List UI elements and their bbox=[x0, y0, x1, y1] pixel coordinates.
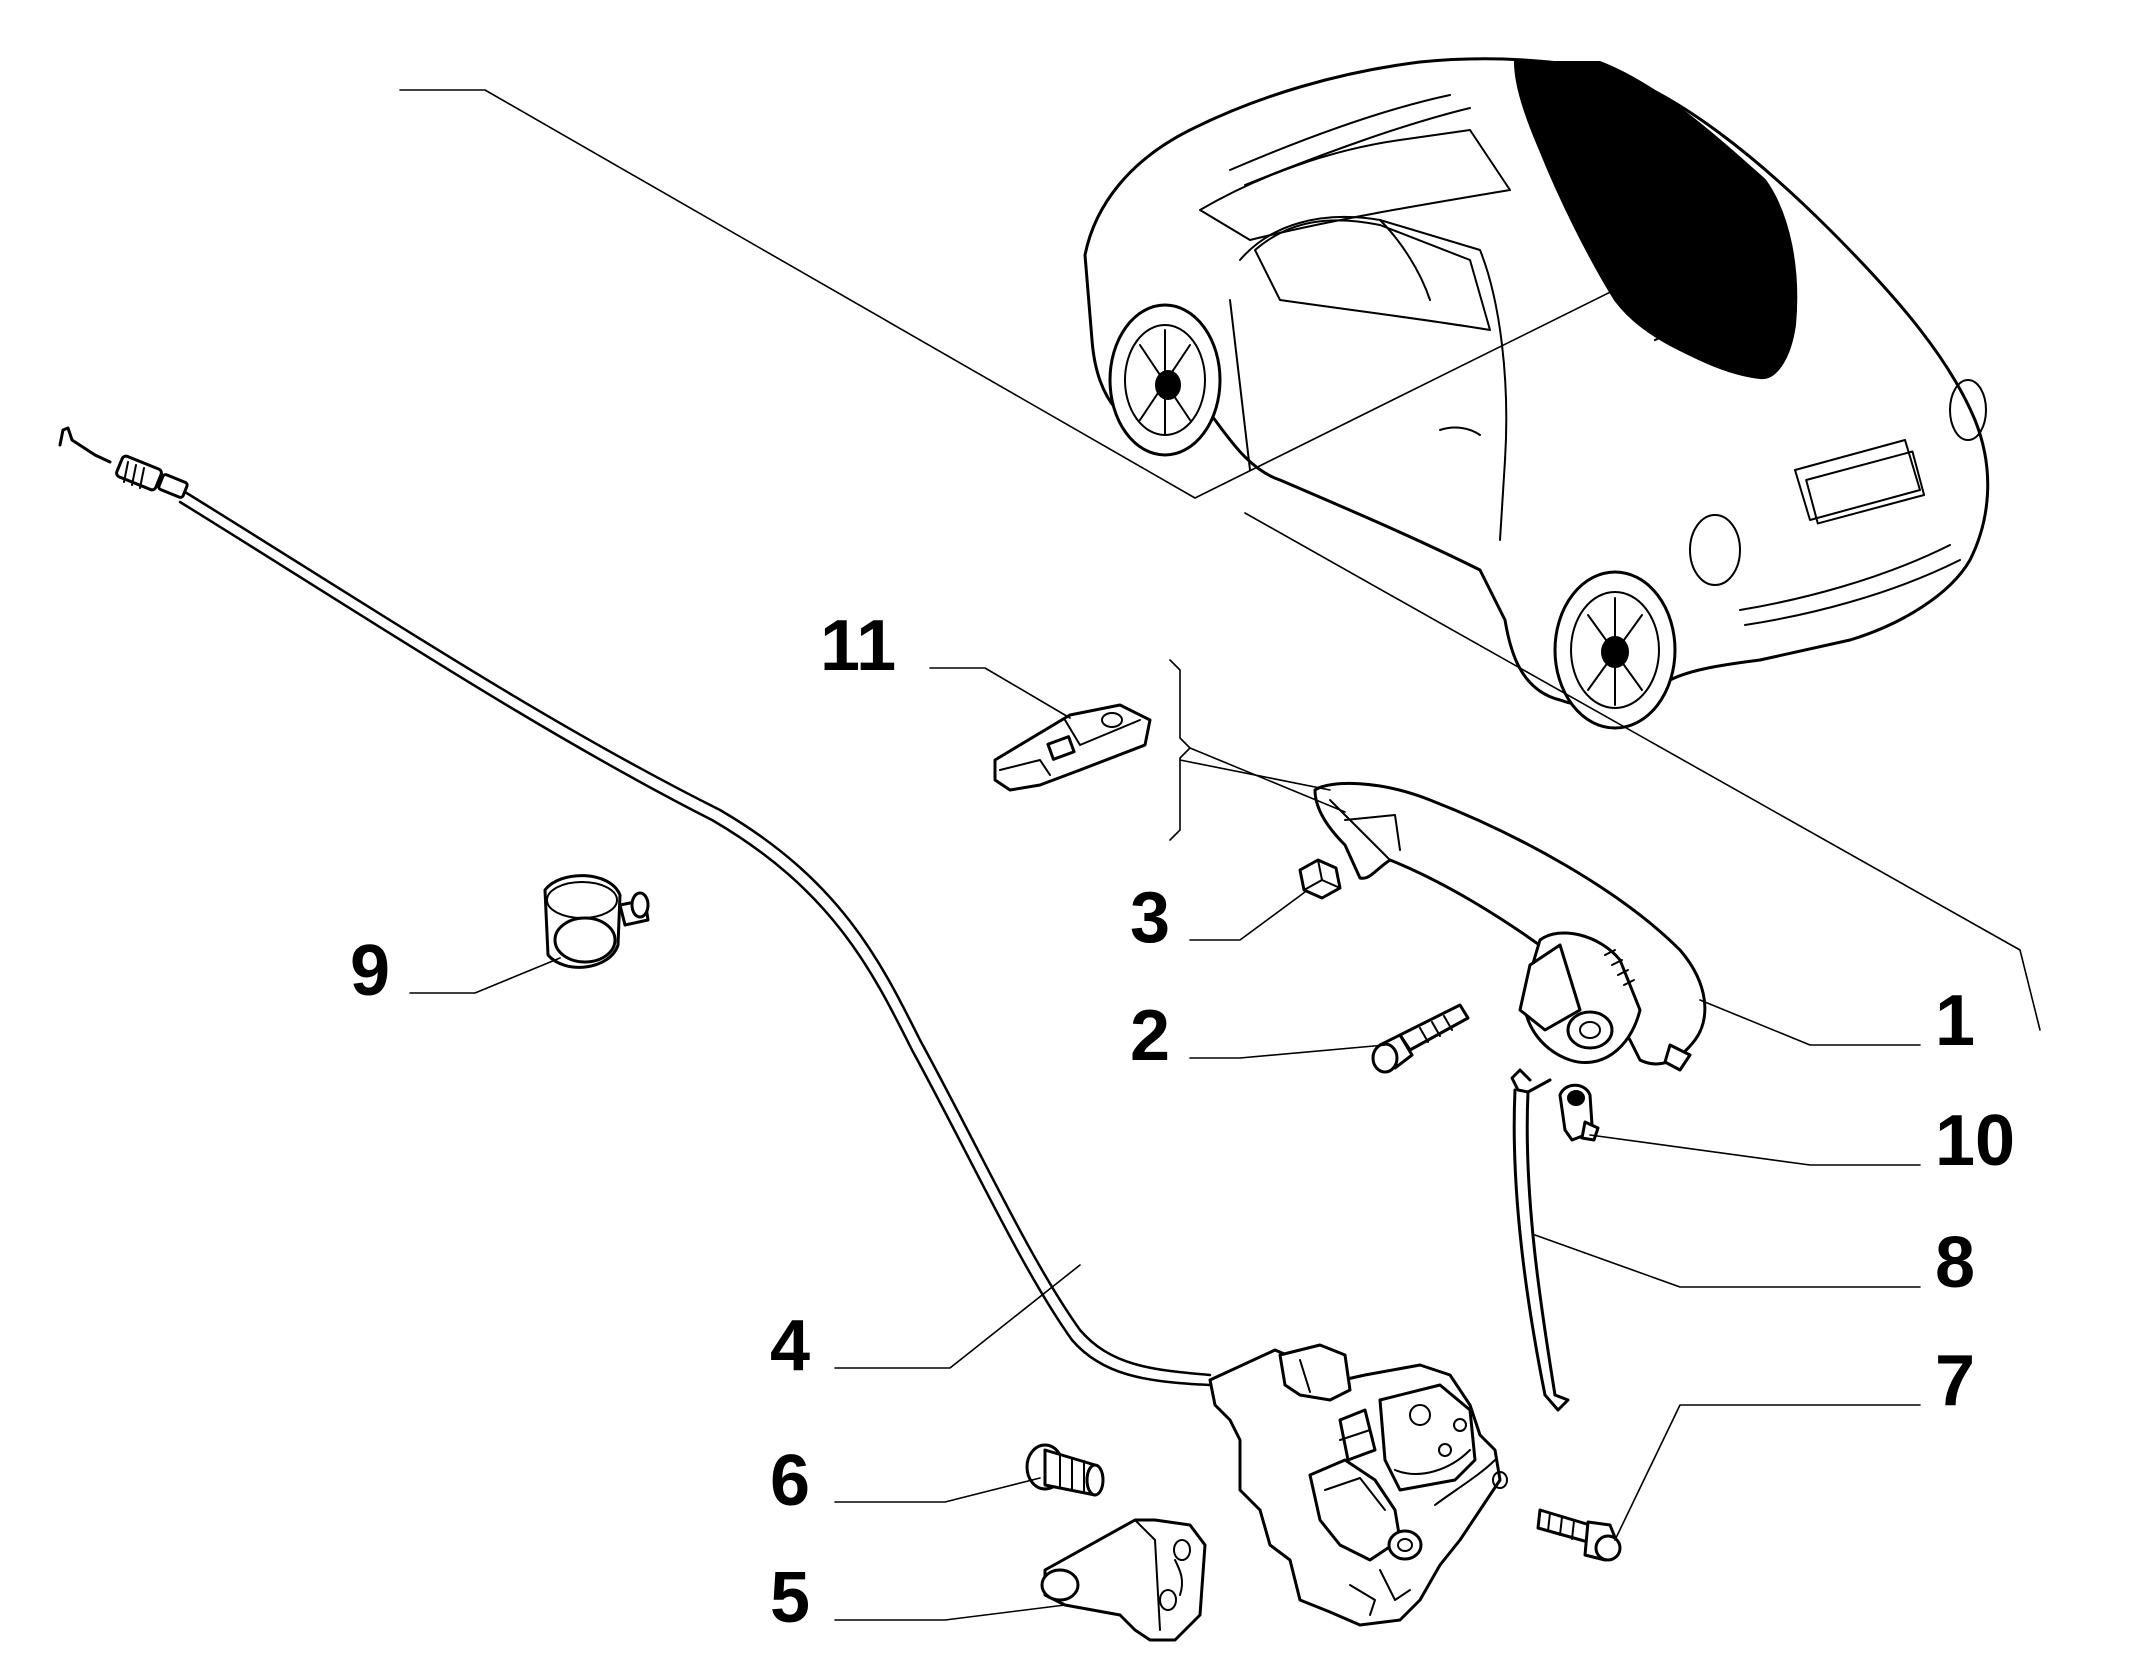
leader-4 bbox=[834, 1264, 1081, 1369]
car-illustration bbox=[1083, 57, 1990, 730]
door-handle-icon bbox=[1313, 781, 1707, 1072]
callout-11: 11 bbox=[820, 606, 896, 686]
leader-8 bbox=[1534, 1234, 1921, 1288]
leader-5 bbox=[834, 1604, 1066, 1621]
callout-9: 9 bbox=[350, 931, 390, 1011]
leader-lines bbox=[409, 667, 1921, 1621]
callout-10: 10 bbox=[1935, 1101, 2015, 1181]
bracket-clip-icon bbox=[993, 703, 1152, 792]
striker-plate-icon bbox=[1040, 1518, 1207, 1642]
group-bracket-11 bbox=[1169, 659, 1191, 841]
car-leader-lines bbox=[399, 89, 2041, 1031]
callout-7: 7 bbox=[1935, 1341, 1975, 1421]
front-wheel-icon bbox=[1108, 303, 1222, 457]
lock-bolt-icon bbox=[1536, 1508, 1622, 1562]
leader-6 bbox=[834, 1477, 1041, 1503]
callout-8: 8 bbox=[1935, 1223, 1975, 1303]
leader-11 bbox=[929, 667, 1071, 719]
callout-4: 4 bbox=[770, 1306, 810, 1386]
cable-clip-icon bbox=[543, 874, 650, 969]
leader-2 bbox=[1189, 1044, 1386, 1059]
leader-10 bbox=[1589, 1134, 1921, 1166]
leader-7 bbox=[1614, 1404, 1921, 1541]
rear-wheel-icon bbox=[1553, 570, 1677, 730]
callout-5: 5 bbox=[770, 1558, 810, 1638]
hex-nut-icon bbox=[1298, 858, 1342, 900]
callout-2: 2 bbox=[1130, 996, 1170, 1076]
callout-6: 6 bbox=[770, 1441, 810, 1521]
release-cable-icon bbox=[58, 426, 1212, 1387]
rod-clip-icon bbox=[1558, 1083, 1600, 1142]
leader-1 bbox=[1699, 999, 1921, 1046]
striker-screw-icon bbox=[1025, 1443, 1105, 1497]
callout-labels: 11 3 9 2 1 10 8 4 7 6 5 bbox=[350, 606, 2015, 1638]
leader-9 bbox=[409, 957, 561, 994]
callout-3: 3 bbox=[1130, 878, 1170, 958]
connecting-rod-icon bbox=[1510, 1068, 1570, 1412]
handle-bolt-icon bbox=[1371, 1003, 1470, 1074]
door-lock-icon bbox=[1208, 1343, 1508, 1627]
callout-1: 1 bbox=[1935, 981, 1975, 1061]
leader-3 bbox=[1189, 891, 1306, 941]
